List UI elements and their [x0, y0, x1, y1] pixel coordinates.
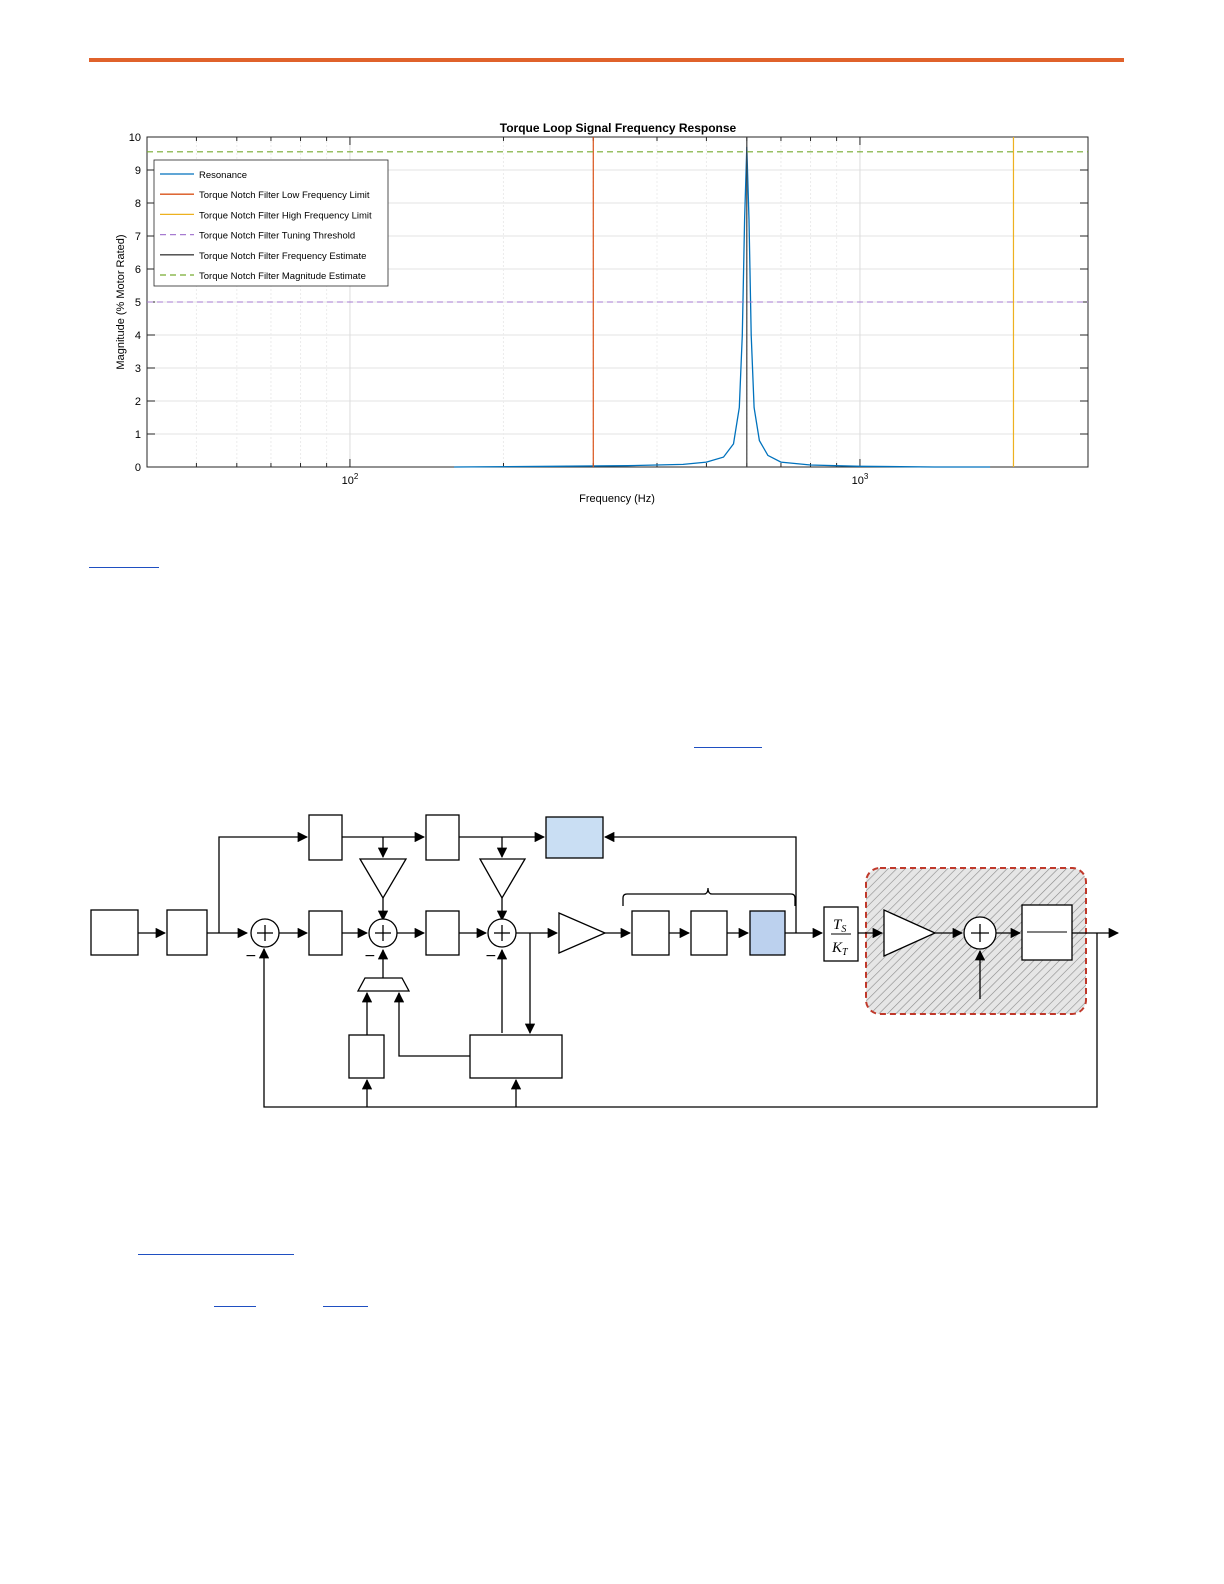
legend-box	[153, 159, 389, 287]
ts-numerator-sub: S	[841, 924, 846, 935]
link-underline[interactable]	[89, 567, 159, 568]
position-controller-block	[308, 910, 343, 956]
series-line	[454, 146, 991, 468]
low-pass-filter-block	[631, 910, 670, 956]
notch-filter-block	[749, 910, 786, 956]
legend-label: Torque Notch Filter Tuning Threshold	[199, 231, 355, 242]
link-underline[interactable]	[323, 1306, 368, 1307]
link-underline[interactable]	[138, 1254, 294, 1255]
velocity-summing-junction	[368, 918, 398, 948]
torque-summing-junction	[487, 918, 517, 948]
legend-label: Resonance	[199, 170, 247, 181]
y-tick-label: 3	[135, 363, 141, 375]
y-tick-label: 10	[129, 132, 141, 144]
y-axis-label: Magnitude (% Motor Rated)	[115, 234, 127, 369]
prefilter-block	[166, 909, 208, 956]
acceleration-feedforward-gain	[478, 858, 527, 900]
velocity-estimator-block	[348, 1034, 385, 1079]
velocity-controller-block	[425, 910, 460, 956]
feedforward-derivative-block-2	[425, 814, 460, 861]
torque-gain	[558, 912, 607, 954]
legend-label: Torque Notch Filter Magnitude Estimate	[199, 271, 366, 282]
ts-denominator: K	[831, 940, 843, 956]
y-tick-label: 6	[135, 264, 141, 276]
minus-sign: −	[364, 948, 376, 964]
plant-region	[865, 867, 1087, 1015]
position-summing-junction	[250, 918, 280, 948]
y-tick-label: 8	[135, 198, 141, 210]
y-tick-label: 1	[135, 429, 141, 441]
header-rule	[89, 58, 1124, 62]
filter-group-brace	[622, 887, 796, 906]
mechanical-load-block	[1021, 904, 1073, 961]
link-underline[interactable]	[214, 1306, 256, 1307]
x-tick-label: 102	[342, 472, 359, 487]
frequency-response-chart: Torque Loop Signal Frequency Response 01…	[115, 121, 1089, 505]
feedback-selector	[356, 977, 411, 992]
y-tick-label: 7	[135, 231, 141, 243]
motor-gain	[883, 908, 937, 958]
x-tick-label: 103	[852, 472, 869, 487]
velocity-feedforward-gain	[358, 858, 408, 900]
disturbance-summing-junction	[963, 916, 997, 950]
ts-denominator-sub: T	[842, 947, 849, 958]
link-underline[interactable]	[694, 747, 762, 748]
minus-sign: −	[245, 948, 257, 964]
legend-label: Torque Notch Filter Low Frequency Limit	[199, 190, 370, 201]
observer-model-block	[545, 816, 604, 859]
ts-numerator: T	[833, 917, 843, 933]
y-tick-label: 4	[135, 330, 141, 342]
chart-title: Torque Loop Signal Frequency Response	[500, 121, 737, 135]
x-axis-ticks: 102 103	[146, 137, 1014, 487]
svg-text:KT: KT	[831, 940, 849, 958]
minus-sign: −	[485, 948, 497, 964]
y-tick-label: 9	[135, 165, 141, 177]
feedforward-derivative-block	[308, 814, 343, 861]
command-block	[90, 909, 139, 956]
lag-filter-block	[690, 910, 728, 956]
chart-series	[147, 137, 1088, 468]
y-tick-label: 2	[135, 396, 141, 408]
torque-scaling-block	[823, 906, 859, 962]
legend-label: Torque Notch Filter Frequency Estimate	[199, 251, 366, 262]
x-axis-label: Frequency (Hz)	[579, 493, 655, 505]
y-tick-label: 0	[135, 462, 141, 474]
y-tick-label: 5	[135, 297, 141, 309]
legend-label: Torque Notch Filter High Frequency Limit	[199, 210, 372, 221]
load-observer-block	[469, 1034, 563, 1079]
y-axis-ticks: 0 1 2 3 4 5 6 7 8 9 10	[129, 132, 1088, 474]
svg-text:TS: TS	[833, 917, 846, 935]
